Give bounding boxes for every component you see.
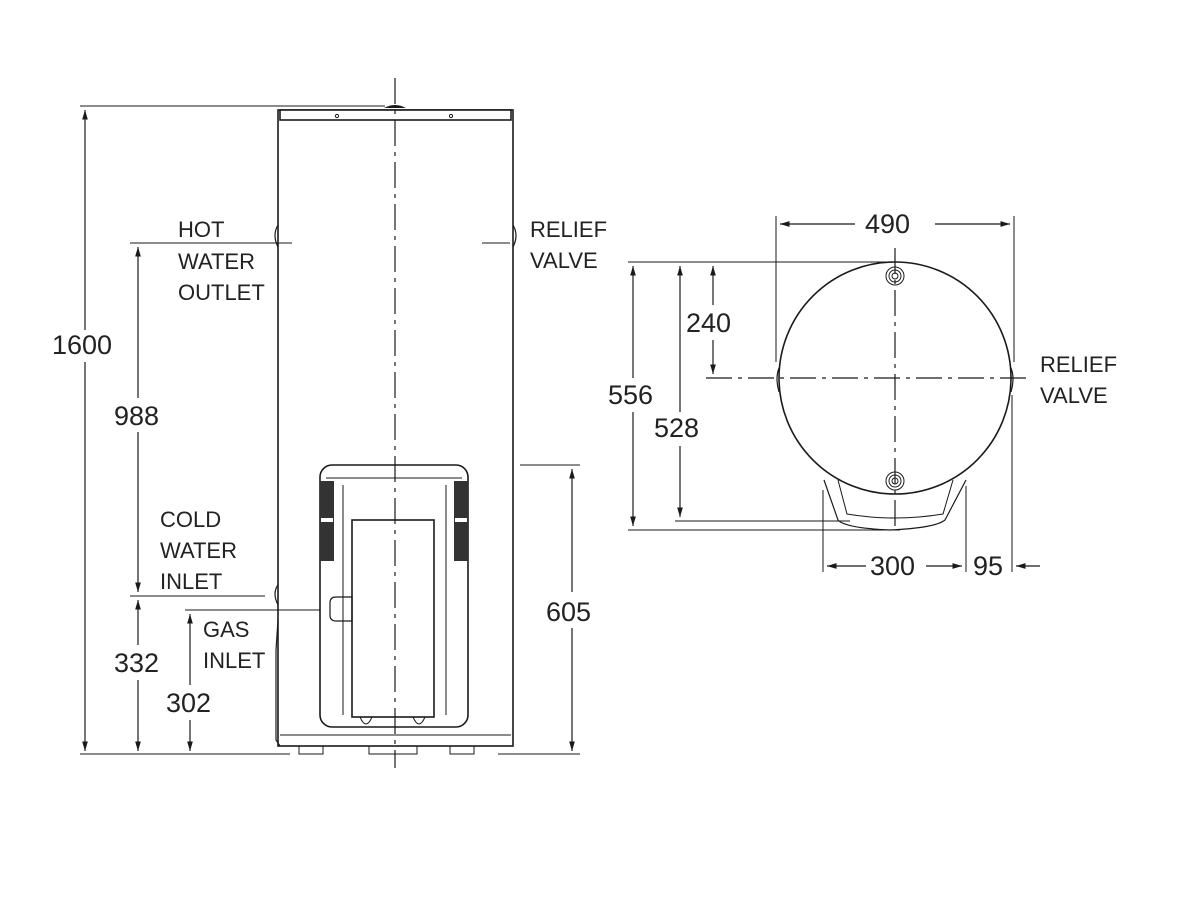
- hot-outlet-fitting: [274, 224, 279, 248]
- label-gas-inlet-1: GAS: [203, 617, 249, 642]
- front-view: HOT WATER OUTLET RELIEF VALVE COLD WATER…: [52, 78, 607, 768]
- dim-988: 988: [114, 401, 159, 431]
- plan-relief-valve: [1010, 367, 1014, 393]
- dim-528: 528: [654, 413, 699, 443]
- label-relief-valve-1: RELIEF: [530, 217, 607, 242]
- label-cold-water-inlet-2: WATER: [160, 538, 237, 563]
- dim-490: 490: [865, 209, 910, 239]
- label-hot-water-outlet-1: HOT: [178, 217, 224, 242]
- cold-inlet-fitting: [274, 584, 279, 606]
- access-panel: [351, 519, 435, 718]
- dim-332: 332: [114, 648, 159, 678]
- plan-label-relief-valve-2: VALVE: [1040, 383, 1108, 408]
- label-cold-water-inlet-3: INLET: [160, 569, 222, 594]
- label-hot-water-outlet-3: OUTLET: [178, 280, 265, 305]
- dim-302: 302: [166, 688, 211, 718]
- plan-label-relief-valve-1: RELIEF: [1040, 352, 1117, 377]
- dim-300: 300: [870, 551, 915, 581]
- gas-connector: [329, 596, 353, 622]
- dim-605: 605: [546, 597, 591, 627]
- relief-valve-fitting: [512, 224, 517, 248]
- label-gas-inlet-2: INLET: [203, 648, 265, 673]
- dim-556: 556: [608, 380, 653, 410]
- top-fitting: [384, 105, 406, 108]
- label-relief-valve-2: VALVE: [530, 248, 598, 273]
- label-hot-water-outlet-2: WATER: [178, 249, 255, 274]
- dim-overall-height: 1600: [52, 330, 112, 360]
- plan-view: RELIEF VALVE 490 556 528 240 300 95: [608, 209, 1117, 581]
- burner-unit: [319, 464, 469, 728]
- label-cold-water-inlet-1: COLD: [160, 507, 221, 532]
- dim-240: 240: [686, 308, 731, 338]
- dim-95: 95: [973, 551, 1003, 581]
- foot-centre: [368, 745, 418, 755]
- foot-right: [449, 745, 475, 755]
- foot-left: [298, 745, 324, 755]
